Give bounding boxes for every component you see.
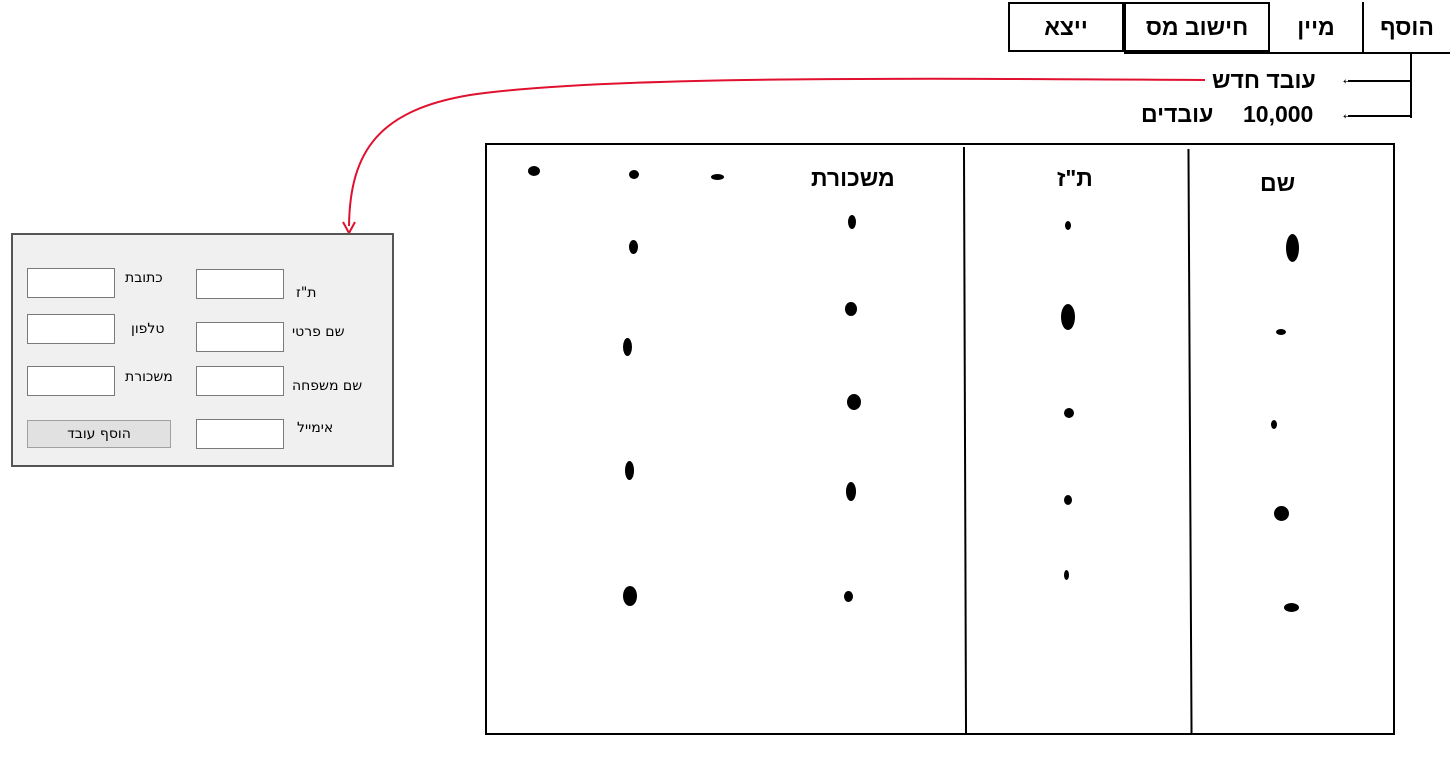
arrow-left-icon: ← (1340, 106, 1356, 123)
placeholder-dot (1276, 329, 1286, 335)
menu-item-sort[interactable]: מיין (1297, 13, 1335, 40)
placeholder-dot (528, 166, 540, 176)
menu-item-export[interactable]: ייצא (1008, 2, 1124, 52)
submenu-branch (1348, 115, 1410, 117)
email-label: אימייל (297, 420, 334, 436)
placeholder-dot (1061, 304, 1075, 330)
employees-count: 10,000 (1243, 101, 1314, 127)
arrow-left-icon: ← (1340, 71, 1356, 88)
first-name-field[interactable] (196, 322, 284, 352)
placeholder-dot (623, 586, 637, 606)
submenu-item-new-employee[interactable]: עובד חדש (1212, 67, 1316, 93)
menu-separator (1362, 2, 1364, 52)
placeholder-dot (844, 591, 853, 602)
placeholder-dot (846, 482, 856, 501)
column-header-id: ת"ז (1057, 165, 1093, 191)
placeholder-dot (629, 240, 638, 254)
employees-label: עובדים (1141, 101, 1214, 127)
first-name-label: שם פרטי (292, 324, 345, 340)
column-header-salary: משכורת (811, 165, 895, 191)
column-header-name: שם (1260, 170, 1296, 196)
last-name-field[interactable] (196, 366, 284, 396)
placeholder-dot (1064, 570, 1069, 580)
placeholder-dot (1065, 221, 1071, 230)
address-field[interactable] (27, 268, 115, 298)
last-name-label: שם משפחה (292, 378, 363, 394)
address-label: כתובת (125, 270, 163, 286)
placeholder-dot (848, 215, 856, 229)
placeholder-dot (1284, 603, 1299, 612)
placeholder-dot (1286, 234, 1299, 262)
id-field[interactable] (196, 269, 284, 299)
placeholder-dot (623, 338, 632, 356)
menu-item-add[interactable]: הוסף (1380, 13, 1434, 40)
id-label: ת"ז (296, 285, 317, 301)
submenu-connector (1410, 54, 1412, 118)
phone-field[interactable] (27, 314, 115, 344)
employee-table (485, 143, 1395, 735)
menu-item-tax-calc[interactable]: חישוב מס (1124, 2, 1270, 52)
placeholder-dot (1064, 495, 1072, 505)
placeholder-dot (1271, 420, 1277, 429)
placeholder-dot (1274, 506, 1289, 521)
placeholder-dot (711, 174, 724, 180)
placeholder-dot (1064, 408, 1074, 418)
placeholder-dot (845, 302, 857, 316)
phone-label: טלפון (131, 321, 165, 337)
placeholder-dot (629, 170, 639, 179)
email-field[interactable] (196, 419, 284, 449)
salary-field[interactable] (27, 366, 115, 396)
submenu-branch (1348, 80, 1410, 82)
menu-baseline (1124, 52, 1450, 54)
placeholder-dot (625, 461, 634, 480)
add-employee-button[interactable]: הוסף עובד (27, 420, 171, 448)
salary-label: משכורת (125, 369, 173, 385)
placeholder-dot (847, 394, 861, 410)
